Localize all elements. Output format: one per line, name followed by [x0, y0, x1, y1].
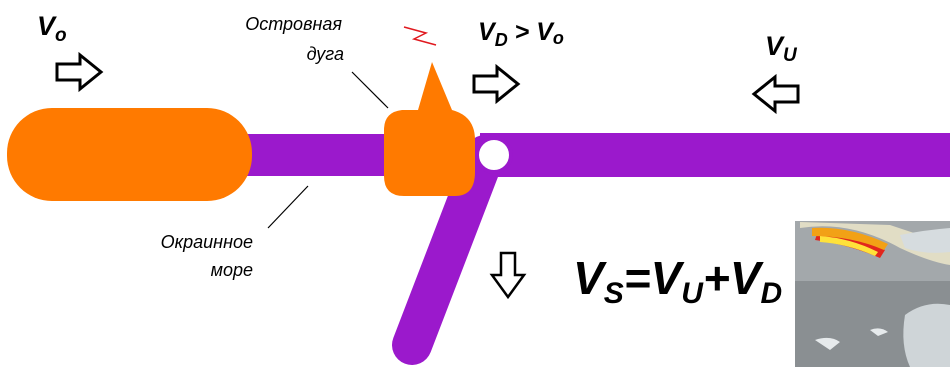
marginal-sea-slab: [230, 134, 400, 176]
arrow-down-icon: [489, 251, 527, 300]
v0-label: Vo: [37, 11, 67, 46]
island-arc-label-line2: дуга: [307, 44, 344, 64]
arrow-right-icon: [472, 63, 521, 105]
marginal-sea-label-line1: Окраинное: [161, 232, 253, 252]
island-arc: [384, 62, 475, 196]
oceanic-plate: [480, 133, 950, 177]
vu-label: VU: [765, 31, 798, 66]
marginal-sea-leader: [267, 185, 309, 229]
velocity-formula: VS=VU+VD: [573, 252, 782, 310]
island-arc-label-line1: Островная: [245, 14, 342, 34]
continental-plate: [7, 108, 252, 201]
inset-map-image: [795, 221, 950, 367]
hinge-point: [475, 136, 513, 174]
island-arc-leader: [351, 71, 389, 109]
zigzag-icon: [403, 26, 437, 46]
marginal-sea-label-line2: море: [211, 260, 253, 280]
arrow-left-icon: [751, 73, 800, 115]
descending-slab: [392, 135, 505, 365]
arrow-right-icon: [55, 51, 104, 93]
vd-gt-v0-label: VD > Vo: [478, 18, 564, 50]
